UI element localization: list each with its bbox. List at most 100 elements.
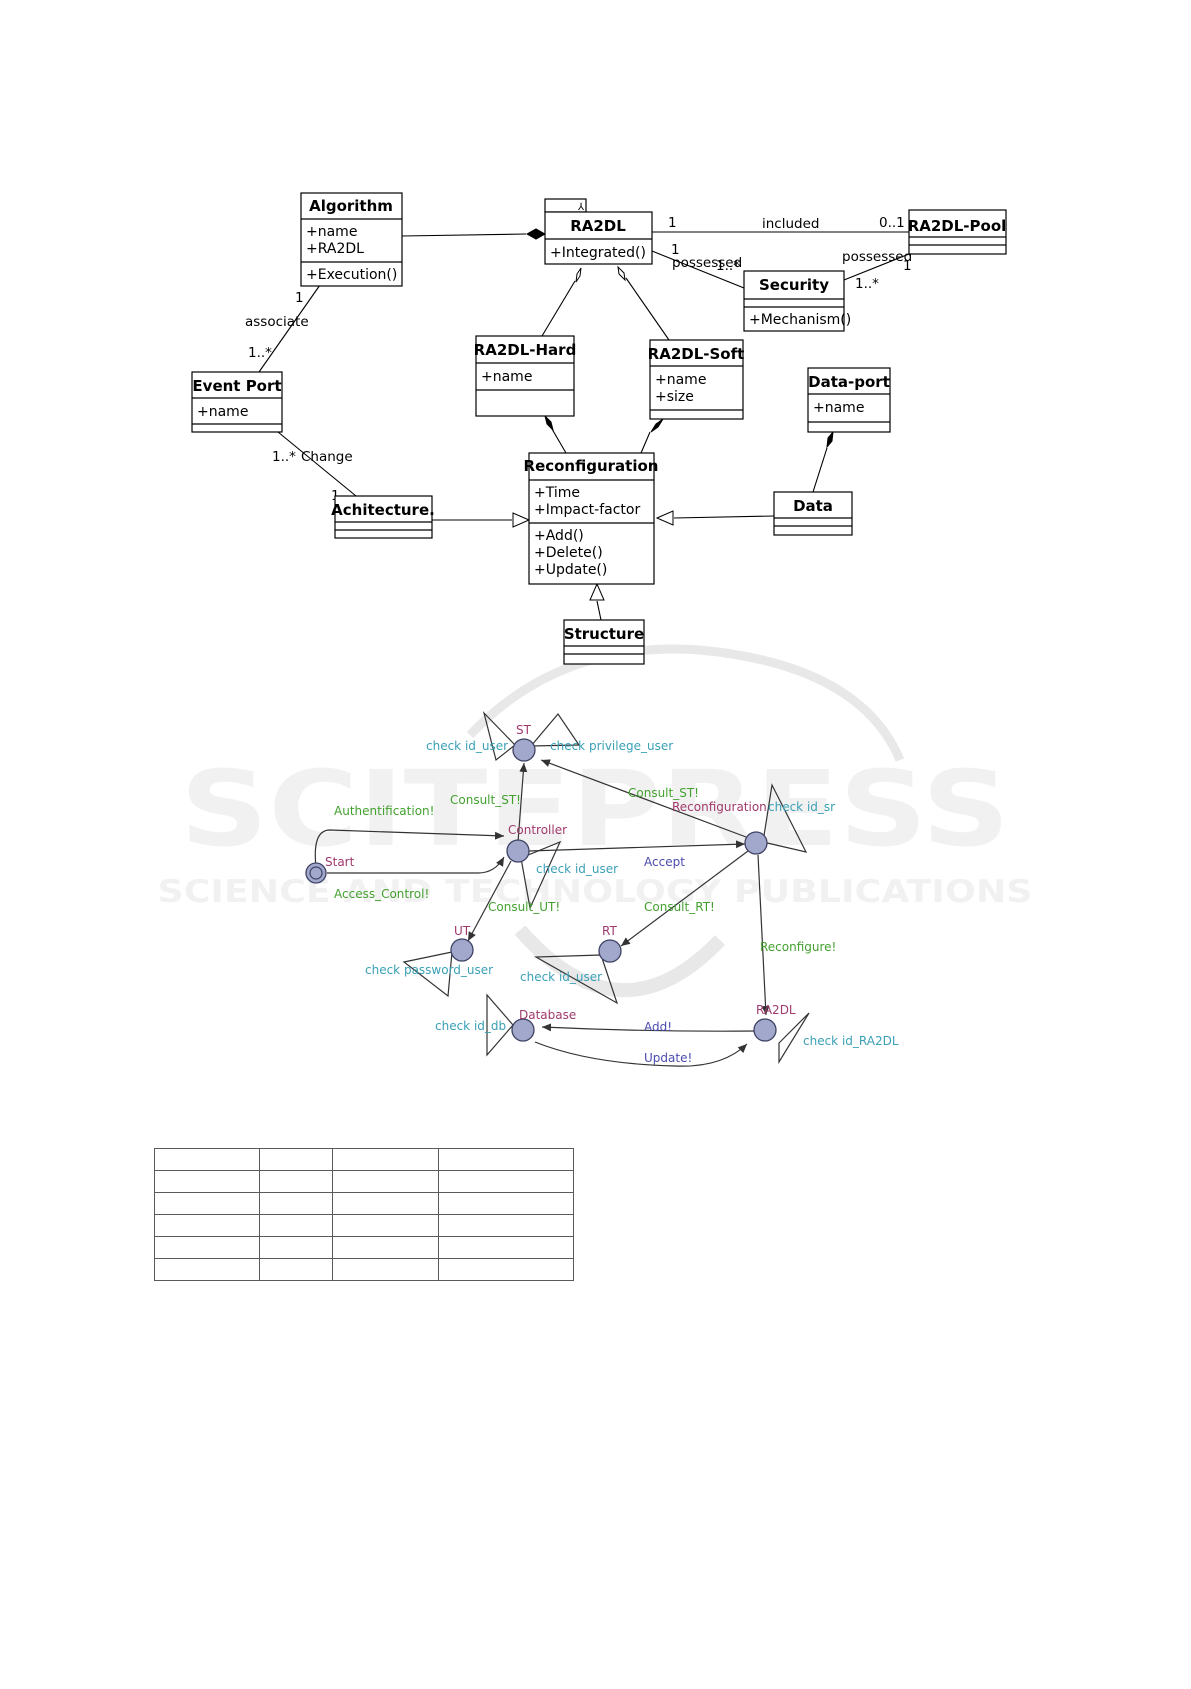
class-operation: +Integrated() (550, 245, 646, 261)
sync-label: Reconfigure! (760, 940, 836, 954)
class-attribute: +name (306, 224, 357, 240)
class-attribute: +Time (534, 485, 580, 501)
table-row (154, 1192, 574, 1215)
composition-diamond (525, 228, 547, 240)
class-attribute: +size (655, 389, 694, 405)
table-cell (258, 1214, 333, 1237)
location-start-initial (305, 862, 327, 884)
role-label-possessed: possessed (842, 249, 912, 265)
location-st (512, 738, 536, 762)
role-label-included: included (762, 216, 819, 232)
table-cell (331, 1214, 440, 1237)
multiplicity-label: 1..* (272, 449, 296, 465)
location-database (511, 1018, 535, 1042)
class-structure: Structure (563, 619, 645, 665)
class-data-port: Data-port +name (807, 367, 891, 433)
uml-association-labels: 1 included 0..1 1 possessed 1..* possess… (245, 215, 912, 504)
class-attribute: +name (655, 372, 706, 388)
table-cell (154, 1214, 260, 1237)
guard-label: check password_user (365, 963, 493, 977)
table-cell (331, 1258, 440, 1281)
table-cell (258, 1192, 333, 1215)
class-attribute: +name (481, 369, 532, 385)
watermark-sub: SCIENCE AND TECHNOLOGY PUBLICATIONS (158, 874, 1033, 910)
class-title: Algorithm (309, 197, 393, 215)
sync-label: Authentification! (334, 804, 434, 818)
class-operation: +Mechanism() (749, 312, 851, 328)
table-cell (331, 1192, 440, 1215)
class-title: Reconfiguration (524, 457, 659, 475)
class-event-port: Event Port +name (191, 371, 283, 433)
class-title: Event Port (192, 377, 281, 395)
table-cell (154, 1258, 260, 1281)
location-label: Controller (508, 823, 567, 837)
results-table (154, 1148, 574, 1281)
table-cell (258, 1170, 333, 1193)
guard-label: check id_db (435, 1019, 506, 1033)
multiplicity-label: 1..* (855, 276, 879, 292)
sync-label: Consult_UT! (488, 900, 560, 914)
multiplicity-label: 1..* (248, 345, 272, 361)
multiplicity-label: 1 (668, 215, 677, 231)
table-cell (154, 1170, 260, 1193)
guard-label: check id_user (520, 970, 602, 984)
table-cell (331, 1148, 440, 1171)
table-cell (438, 1214, 574, 1237)
multiplicity-label: 1..* (716, 258, 740, 274)
sync-label: Access_Control! (334, 887, 429, 901)
class-attribute: +name (197, 404, 248, 420)
table-cell (258, 1148, 333, 1171)
table-cell (258, 1258, 333, 1281)
guard-label: check id_user (536, 862, 618, 876)
class-operation: +Add() (534, 528, 584, 544)
class-title: RA2DL-Soft (648, 345, 745, 363)
class-operation: +Update() (534, 562, 607, 578)
location-label: Reconfiguration (672, 800, 767, 814)
class-title: Security (759, 276, 829, 294)
uml-class-diagram: 1 included 0..1 1 possessed 1..* possess… (191, 192, 1007, 665)
class-reconfiguration: Reconfiguration +Time +Impact-factor +Ad… (524, 452, 659, 585)
class-title: Data-port (808, 373, 890, 391)
location-ut (450, 938, 474, 962)
table-row (154, 1258, 574, 1281)
class-ra2dl-hard: RA2DL-Hard +name (474, 335, 576, 417)
template-mark: ⅄ (578, 202, 585, 213)
location-reconfiguration (744, 831, 768, 855)
multiplicity-label: 0..1 (879, 215, 905, 231)
initial-marker (309, 866, 323, 880)
multiplicity-label: 1 (671, 242, 680, 258)
table-row (154, 1148, 574, 1171)
multiplicity-label: 1 (903, 258, 912, 274)
class-algorithm: Algorithm +name +RA2DL +Execution() (300, 192, 403, 287)
automaton-edges (314, 710, 810, 1067)
table-cell (438, 1258, 574, 1281)
location-rt (598, 939, 622, 963)
assign-label: Accept (644, 855, 685, 869)
class-attribute: +name (813, 400, 864, 416)
table-cell (154, 1148, 260, 1171)
automaton-labels: ST Controller Start UT RT Reconfiguratio… (325, 723, 899, 1065)
location-label: UT (454, 924, 471, 938)
class-attribute: +RA2DL (306, 241, 364, 257)
sync-label: Consult_ST! (628, 786, 699, 800)
class-ra2dl-soft: RA2DL-Soft +name +size (648, 339, 745, 420)
table-cell (258, 1236, 333, 1259)
guard-label: check id_sr (768, 800, 835, 814)
automaton-locations (305, 738, 777, 1042)
class-title: Achitecture. (331, 501, 435, 519)
role-label-possessed: possessed (672, 255, 742, 271)
location-label: RT (602, 924, 617, 938)
table-row (154, 1214, 574, 1237)
location-ra2dl (753, 1018, 777, 1042)
class-operation: +Delete() (534, 545, 603, 561)
table-cell (438, 1148, 574, 1171)
class-title: Data (793, 497, 833, 515)
table-cell (438, 1170, 574, 1193)
class-operation: +Execution() (306, 267, 397, 283)
location-label: RA2DL (756, 1003, 796, 1017)
location-label: Database (519, 1008, 576, 1022)
timed-automaton: ST Controller Start UT RT Reconfiguratio… (305, 710, 899, 1067)
table-cell (154, 1192, 260, 1215)
class-security: Security +Mechanism() (743, 270, 851, 332)
